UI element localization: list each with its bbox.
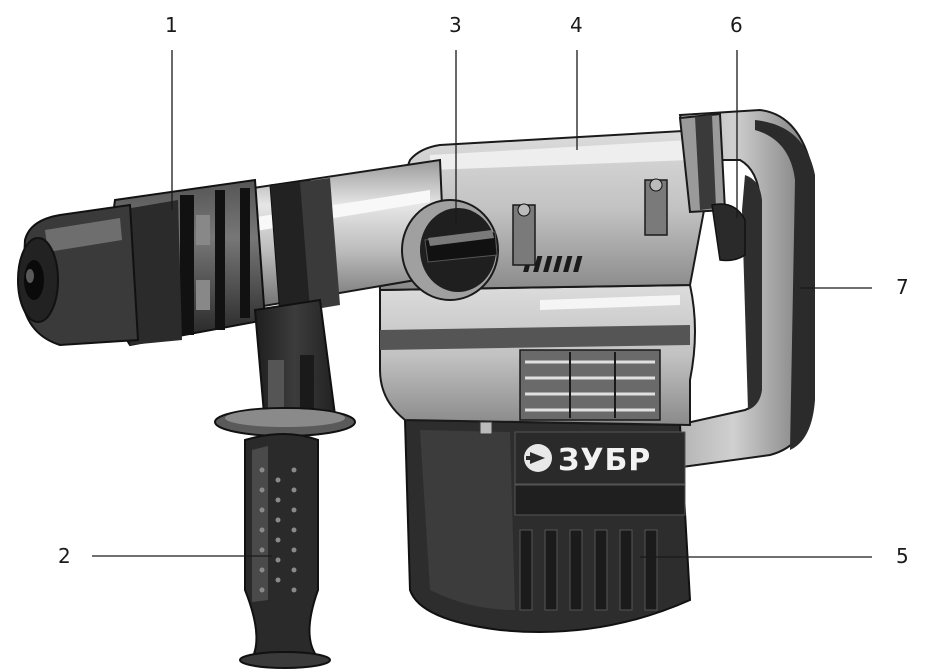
brand-logo-text: ЗУБР xyxy=(558,443,651,478)
arrow-chevron-emblem-icon xyxy=(524,444,552,472)
vent-grille xyxy=(519,349,661,421)
callout-number-2: 2 xyxy=(58,544,71,568)
mode-selector-knob xyxy=(401,199,499,301)
callout-number-6: 6 xyxy=(730,13,743,37)
callout-number-3: 3 xyxy=(449,13,462,37)
auxiliary-side-handle xyxy=(214,298,356,669)
rear-d-handle xyxy=(653,108,815,472)
callout-number-7: 7 xyxy=(896,275,909,299)
brand-plate: ЗУБР xyxy=(514,431,686,485)
gear-housing xyxy=(379,283,696,435)
callout-labels: 1 2 3 4 5 6 7 xyxy=(58,13,909,568)
callout-number-1: 1 xyxy=(165,13,178,37)
trigger-switch xyxy=(711,203,746,262)
callout-number-4: 4 xyxy=(570,13,583,37)
callout-leaders xyxy=(92,50,872,558)
callout-number-5: 5 xyxy=(896,544,909,568)
chuck xyxy=(17,178,267,347)
motor-housing: ЗУБР xyxy=(403,418,692,633)
handle-collar xyxy=(678,112,727,214)
